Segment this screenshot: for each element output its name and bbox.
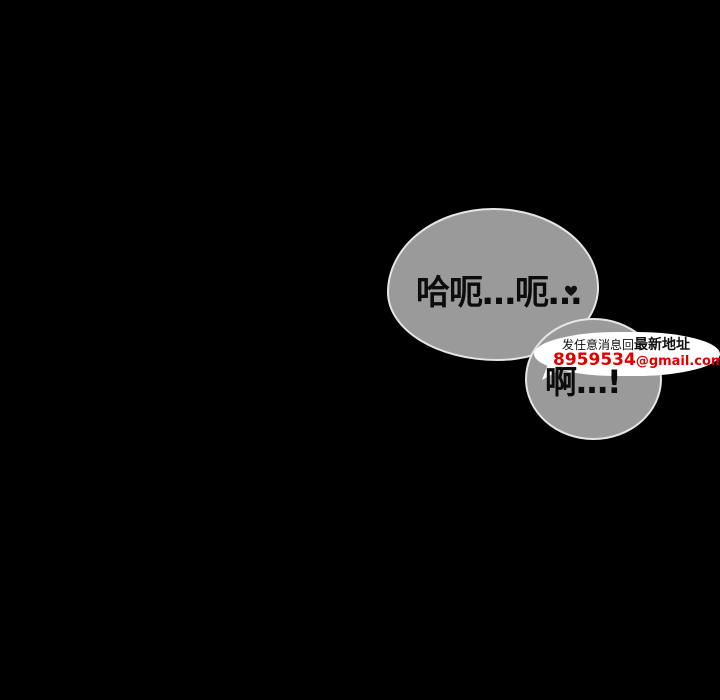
watermark-line-2: 8959534@gmail.com	[553, 350, 720, 370]
watermark-line-1: 发任意消息回最新地址	[562, 334, 690, 354]
watermark-tail	[542, 364, 570, 380]
watermark-prefix: 发任意消息回	[562, 338, 635, 352]
watermark-strong: 最新地址	[634, 337, 691, 353]
watermark-number: 8959534	[553, 350, 636, 370]
speech-bubble-main	[387, 208, 599, 361]
watermark-mail: @gmail.com	[635, 354, 720, 369]
heart-icon	[565, 285, 577, 296]
watermark-banner	[534, 332, 720, 376]
speech-text-main: 哈呃…呃…	[416, 273, 582, 313]
speech-text-small: 啊…!	[545, 363, 622, 401]
